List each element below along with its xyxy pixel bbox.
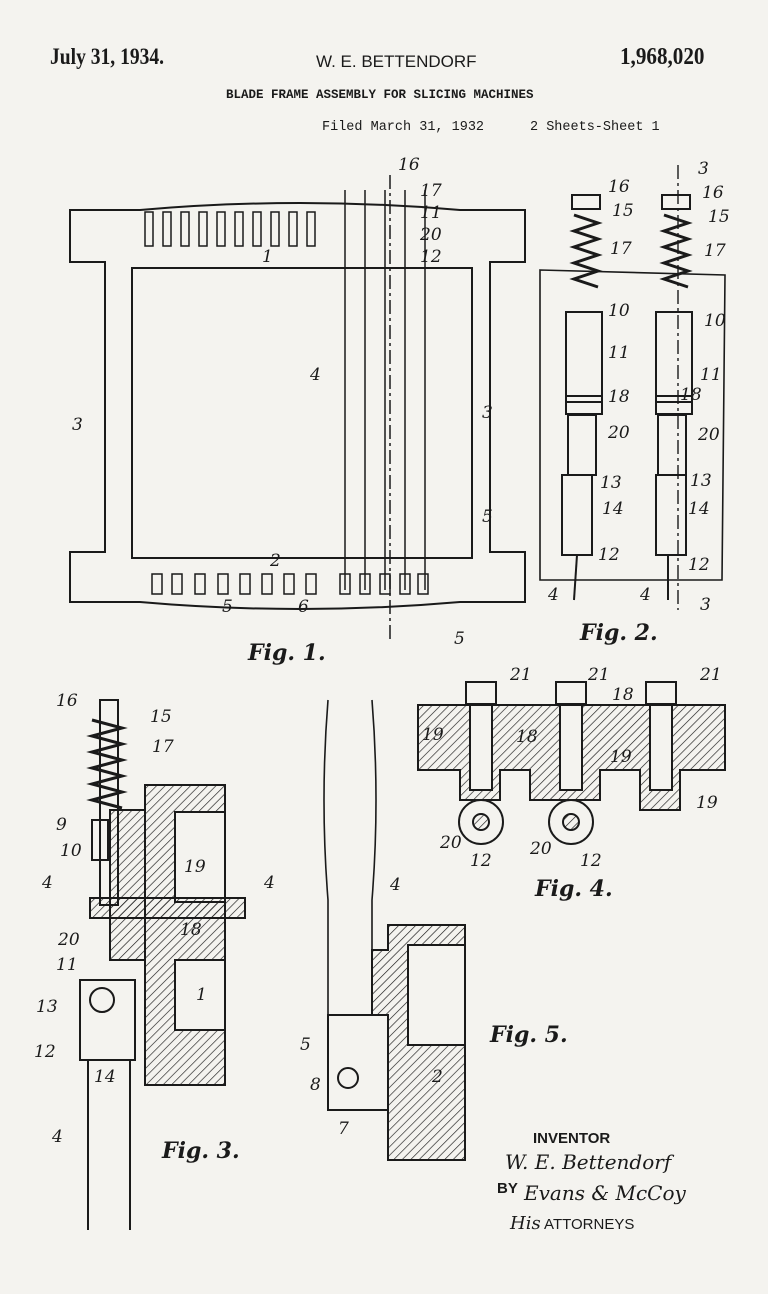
fig5-reference-numeral: 8 (310, 1075, 321, 1095)
fig4-reference-numeral: 20 (529, 839, 552, 859)
fig3-reference-numeral: 16 (56, 691, 78, 711)
fig3-reference-numeral: 10 (60, 841, 82, 861)
fig2-drawing (539, 165, 726, 610)
fig4-reference-numeral: 19 (696, 793, 718, 813)
fig3-reference-numeral: 17 (152, 737, 174, 757)
fig3-reference-numeral: 15 (150, 707, 172, 727)
fig3-reference-numeral: 4 (263, 873, 275, 893)
fig4-reference-numeral: 21 (587, 665, 610, 685)
fig2-reference-numeral: 18 (608, 387, 630, 407)
fig1-reference-numeral: 6 (298, 597, 309, 617)
fig2-reference-numeral: 17 (704, 241, 726, 261)
fig4-reference-numeral: 18 (612, 685, 634, 705)
fig2-reference-numeral: 10 (704, 311, 726, 331)
fig3-reference-numeral: 20 (57, 930, 80, 950)
fig4-reference-numeral: 21 (509, 665, 532, 685)
fig2-reference-numeral: 11 (700, 365, 722, 385)
fig1-reference-numeral: 11 (420, 203, 442, 223)
fig2-reference-numeral: 14 (602, 499, 624, 519)
fig1-reference-numeral: 17 (420, 181, 442, 201)
attorneys-label: ATTORNEYS (544, 1216, 635, 1233)
fig3-caption: Fig. 3. (161, 1138, 240, 1164)
fig1-reference-numeral: 5 (482, 507, 493, 527)
fig5-reference-numeral: 5 (300, 1035, 311, 1055)
fig4-reference-numeral: 19 (610, 747, 632, 767)
fig2-reference-numeral: 3 (698, 159, 709, 179)
fig2-reference-numeral: 16 (702, 183, 724, 203)
fig1-reference-numeral: 3 (72, 415, 83, 435)
fig5-reference-numeral: 2 (431, 1067, 443, 1087)
fig3-reference-numeral: 19 (184, 857, 206, 877)
patent-number: 1,968,020 (620, 44, 705, 70)
fig1-drawing (69, 175, 526, 640)
fig1-reference-numeral: 2 (269, 551, 281, 571)
attorney-signature: Evans & McCoy (524, 1181, 686, 1205)
fig5-drawing (323, 699, 466, 1161)
fig5-reference-numeral: 7 (338, 1119, 349, 1139)
inventor-signature: W. E. Bettendorf (505, 1150, 672, 1174)
inventor-heading: INVENTOR (533, 1130, 611, 1147)
fig3-reference-numeral: 9 (56, 815, 67, 835)
fig4-reference-numeral: 18 (516, 727, 538, 747)
fig2-reference-numeral: 4 (547, 585, 559, 605)
fig3-reference-numeral: 13 (36, 997, 58, 1017)
issue-date: July 31, 1934. (50, 44, 165, 69)
fig5-caption: Fig. 5. (489, 1022, 568, 1048)
fig3-reference-numeral: 12 (34, 1042, 56, 1062)
fig5-reference-numeral: 4 (389, 875, 401, 895)
fig2-reference-numeral: 12 (688, 555, 710, 575)
fig2-reference-numeral: 3 (700, 595, 711, 615)
fig1-reference-numeral: 3 (482, 403, 493, 423)
fig4-reference-numeral: 20 (439, 833, 462, 853)
fig1-reference-numeral: 5 (222, 597, 233, 617)
fig3-reference-numeral: 4 (51, 1127, 63, 1147)
fig2-reference-numeral: 12 (598, 545, 620, 565)
fig2-reference-numeral: 16 (608, 177, 630, 197)
fig2-reference-numeral: 11 (608, 343, 630, 363)
fig3-reference-numeral: 11 (56, 955, 78, 975)
fig2-reference-numeral: 20 (697, 425, 720, 445)
fig2-reference-numeral: 10 (608, 301, 630, 321)
fig1-reference-numeral: 4 (309, 365, 321, 385)
filed-date: Filed March 31, 1932 (322, 120, 485, 135)
fig2-reference-numeral: 17 (610, 239, 632, 259)
fig4-reference-numeral: 19 (422, 725, 444, 745)
fig2-reference-numeral: 13 (690, 471, 712, 491)
fig1-reference-numeral: 12 (420, 247, 442, 267)
fig2-reference-numeral: 14 (688, 499, 710, 519)
fig1-reference-numeral: 1 (262, 247, 273, 267)
fig1-caption: Fig. 1. (247, 640, 326, 666)
fig2-reference-numeral: 18 (680, 385, 702, 405)
fig2-reference-numeral: 20 (607, 423, 630, 443)
fig3-reference-numeral: 14 (94, 1067, 116, 1087)
fig3-reference-numeral: 1 (196, 985, 207, 1005)
fig4-drawing (417, 681, 726, 845)
fig1-reference-numeral: 16 (398, 155, 420, 175)
fig2-reference-numeral: 4 (639, 585, 651, 605)
fig2-reference-numeral: 15 (612, 201, 634, 221)
fig4-reference-numeral: 12 (470, 851, 492, 871)
patent-title: BLADE FRAME ASSEMBLY FOR SLICING MACHINE… (226, 88, 534, 102)
fig4-reference-numeral: 12 (580, 851, 602, 871)
his-handwritten: His (510, 1213, 541, 1234)
fig2-reference-numeral: 13 (600, 473, 622, 493)
inventor-name: W. E. BETTENDORF (316, 52, 477, 71)
fig1-reference-numeral: 5 (454, 629, 465, 649)
fig3-reference-numeral: 4 (41, 873, 53, 893)
fig4-caption: Fig. 4. (534, 876, 613, 902)
fig2-caption: Fig. 2. (579, 620, 658, 646)
fig3-drawing (79, 699, 246, 1230)
fig2-reference-numeral: 15 (708, 207, 730, 227)
fig3-reference-numeral: 18 (180, 920, 202, 940)
by-label: BY (497, 1180, 518, 1197)
sheet-count: 2 Sheets-Sheet 1 (530, 120, 660, 135)
attorneys-line: His ATTORNEYS (510, 1214, 634, 1235)
fig4-reference-numeral: 21 (699, 665, 722, 685)
fig1-reference-numeral: 20 (419, 225, 442, 245)
